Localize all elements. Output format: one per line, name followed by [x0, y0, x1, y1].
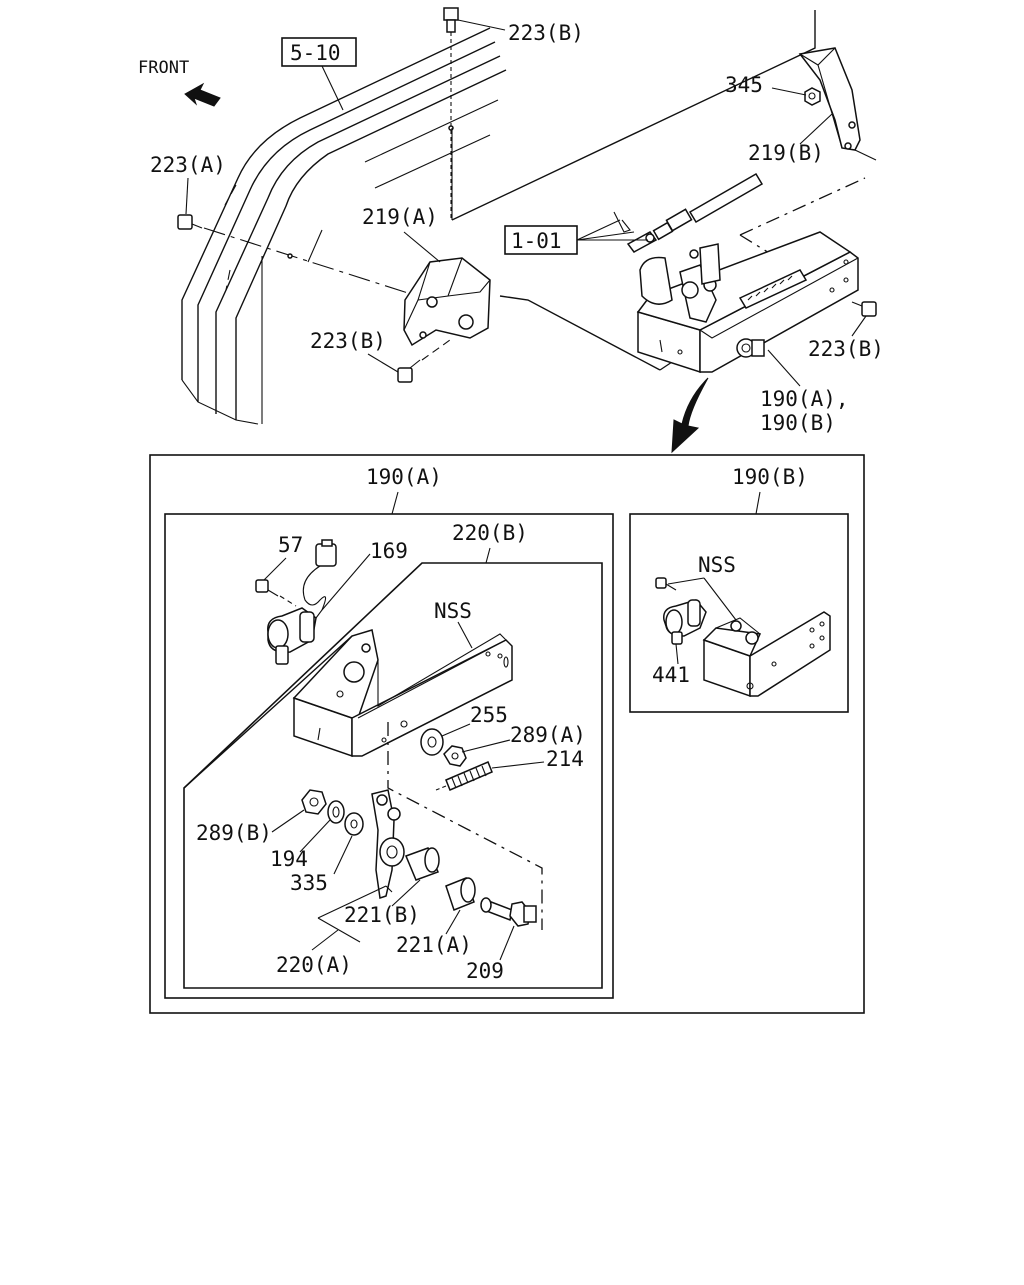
switch-169[interactable]	[267, 539, 337, 665]
nut-289a[interactable]	[443, 745, 467, 767]
label-nss-a: NSS	[434, 599, 472, 623]
front-label: FRONT	[138, 58, 189, 78]
detail-arrow-icon	[671, 377, 709, 454]
bolt-223b-right[interactable]	[851, 301, 877, 317]
leader-194	[299, 819, 331, 853]
label-169: 169	[370, 539, 408, 563]
detail-a-sub: 220(B)	[452, 521, 528, 545]
label-221a: 221(A)	[396, 933, 472, 957]
leader-345	[771, 87, 807, 96]
label-223b-top: 223(B)	[508, 21, 584, 45]
leader-255	[441, 723, 471, 737]
detail-b-box	[629, 513, 849, 713]
label-214: 214	[546, 747, 584, 771]
bracket-219a[interactable]	[403, 257, 491, 347]
leader-441	[675, 643, 679, 665]
detail-a-sub-leader	[485, 547, 491, 564]
leader-209	[499, 925, 515, 961]
label-57: 57	[278, 533, 303, 557]
ref-box-5-10[interactable]	[281, 37, 357, 67]
label-190ab-2: 190(B)	[760, 411, 836, 435]
label-209: 209	[466, 959, 504, 983]
leader-219b	[799, 113, 833, 145]
washer-335[interactable]	[344, 812, 364, 836]
detail-b-title-leader	[755, 491, 761, 515]
label-190ab-1: 190(A),	[760, 387, 849, 411]
label-335: 335	[290, 871, 328, 895]
assembly-line-top	[451, 10, 816, 221]
label-219b: 219(B)	[748, 141, 824, 165]
leader-335	[333, 835, 353, 875]
leader-223b-right	[851, 315, 867, 337]
washer-255[interactable]	[420, 728, 444, 756]
detail-a-box	[164, 513, 614, 999]
label-nss-b: NSS	[698, 553, 736, 577]
assembly-line-lower	[499, 295, 661, 371]
detail-frame	[149, 454, 865, 1014]
leader-169	[321, 553, 371, 611]
washer-194[interactable]	[327, 800, 345, 824]
label-223b-left: 223(B)	[310, 329, 386, 353]
detail-a-title: 190(A)	[366, 465, 442, 489]
label-220a: 220(A)	[276, 953, 352, 977]
frame-rail	[181, 27, 507, 425]
label-221b: 221(B)	[344, 903, 420, 927]
leader-214	[491, 761, 545, 769]
ref-1-01-leader	[576, 219, 648, 241]
sub-assembly-220b-box	[183, 562, 603, 989]
ref-5-10-text: 5-10	[290, 41, 341, 65]
label-219a: 219(A)	[362, 205, 438, 229]
leader-221a	[445, 909, 461, 935]
pedal-bracket-assembly[interactable]	[636, 231, 859, 374]
leader-221b	[391, 879, 421, 907]
leader-223b-top	[457, 19, 506, 31]
nut-345[interactable]	[804, 87, 821, 106]
label-345: 345	[725, 73, 763, 97]
bolt-223b-top[interactable]	[443, 7, 459, 220]
leader-289b	[271, 809, 305, 833]
label-194: 194	[270, 847, 308, 871]
bolt-223a[interactable]	[177, 214, 431, 301]
detail-a-title-leader	[391, 491, 399, 515]
leader-nss-a	[457, 621, 473, 649]
assembly-path-a	[387, 722, 543, 930]
bolt-223b-left[interactable]	[397, 339, 451, 383]
bracket-nss-b[interactable]	[702, 611, 831, 698]
bracket-219b[interactable]	[798, 47, 877, 161]
leader-223b-left	[367, 353, 399, 373]
label-223a: 223(A)	[150, 153, 226, 177]
label-223b-right: 223(B)	[808, 337, 884, 361]
leader-223a	[185, 177, 189, 215]
leader-57	[263, 557, 287, 581]
bushing-221a[interactable]	[445, 877, 476, 911]
front-arrow-icon	[184, 82, 221, 107]
leader-nss-b	[667, 577, 737, 621]
ref-5-10-leader	[321, 65, 344, 111]
lever-221b[interactable]	[371, 789, 405, 899]
label-255: 255	[470, 703, 508, 727]
label-289a: 289(A)	[510, 723, 586, 747]
spring-214[interactable]	[435, 761, 493, 791]
bracket-nss-a[interactable]	[183, 629, 513, 789]
bracket-220a-lines	[317, 885, 393, 943]
leader-220a	[311, 929, 339, 951]
ref-1-01-text: 1-01	[511, 229, 562, 253]
bolt-nss-b[interactable]	[655, 577, 677, 591]
nut-289b[interactable]	[301, 789, 327, 815]
switch-441[interactable]	[663, 599, 707, 645]
label-441: 441	[652, 663, 690, 687]
label-289b: 289(B)	[196, 821, 272, 845]
leader-190ab	[767, 349, 801, 387]
control-cable	[613, 172, 764, 253]
bushing-221b[interactable]	[405, 847, 440, 881]
bolt-57[interactable]	[255, 579, 297, 607]
detail-b-title: 190(B)	[732, 465, 808, 489]
leader-289a	[461, 739, 511, 753]
shaft-bolt-209[interactable]	[480, 897, 537, 927]
leader-219a	[403, 231, 441, 263]
